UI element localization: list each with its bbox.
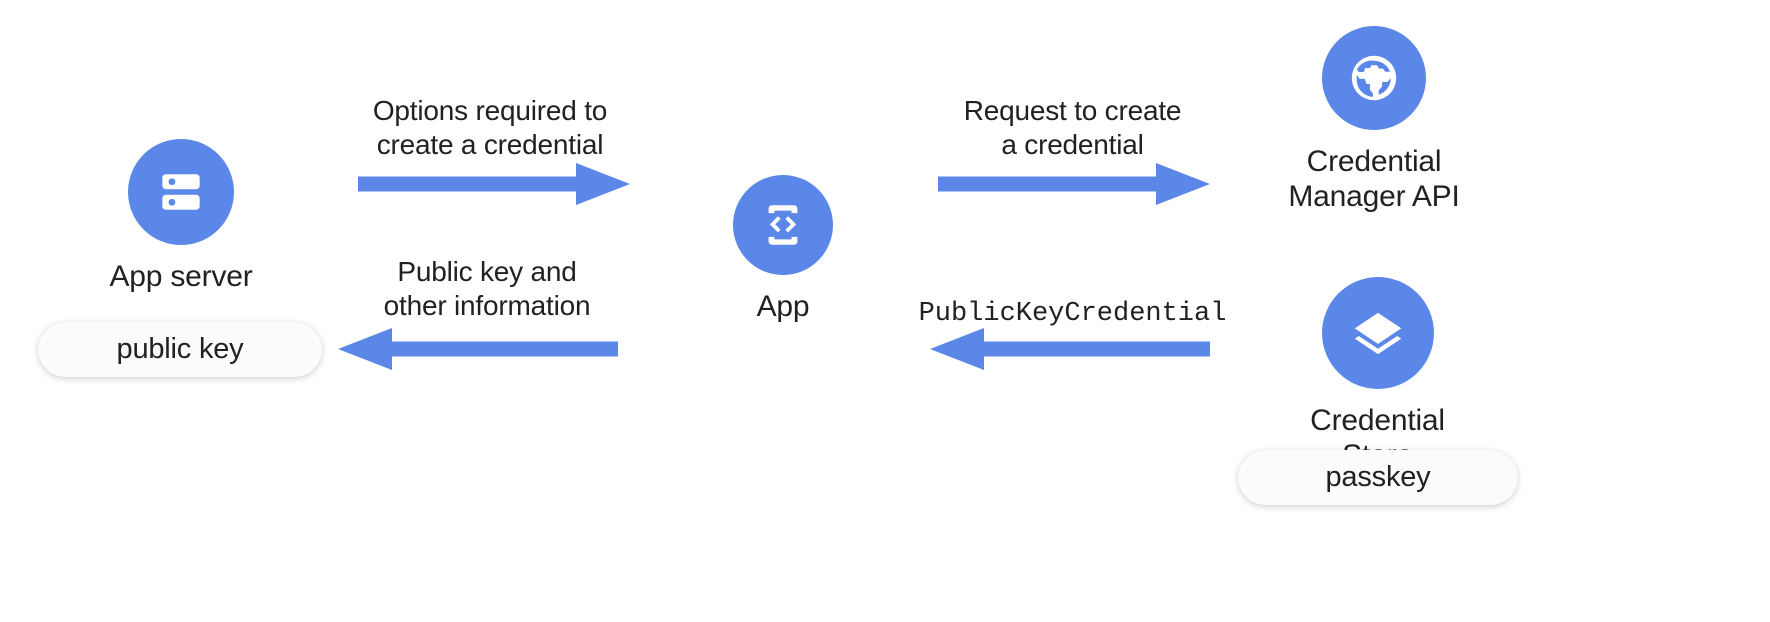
layers-icon bbox=[1354, 312, 1401, 355]
globe-icon-circle bbox=[1322, 26, 1426, 130]
chip-public-key-label: public key bbox=[116, 333, 244, 365]
arrow-caption-server-to-app: Options required to create a credential bbox=[372, 95, 608, 160]
arrow-app-to-cm-api bbox=[938, 163, 1210, 205]
server-icon-circle bbox=[128, 139, 234, 245]
node-credential-store: Credential Store bbox=[1310, 277, 1445, 474]
arrow-caption-store-to-app: PublicKeyCredential bbox=[918, 299, 1227, 329]
globe-icon bbox=[1351, 55, 1397, 101]
chip-passkey: passkey bbox=[1238, 450, 1518, 505]
arrow-app-to-server bbox=[338, 328, 618, 370]
node-label-app: App bbox=[756, 290, 810, 323]
phone-code-icon-circle bbox=[733, 175, 833, 275]
chip-passkey-label: passkey bbox=[1325, 461, 1431, 493]
node-label-app-server: App server bbox=[109, 260, 253, 293]
arrow-caption-app-to-cm-api: Request to create a credential bbox=[963, 95, 1182, 160]
arrow-store-to-app bbox=[930, 328, 1210, 370]
node-label-credential-manager-api: Credential Manager API bbox=[1288, 145, 1460, 214]
layers-icon-circle bbox=[1321, 277, 1434, 389]
arrow-caption-app-to-server: Public key and other information bbox=[383, 256, 591, 321]
chip-public-key: public key bbox=[38, 322, 322, 377]
node-app-server: App server bbox=[106, 139, 256, 294]
arrow-server-to-app bbox=[358, 163, 630, 205]
node-credential-manager-api: Credential Manager API bbox=[1284, 26, 1464, 215]
server-icon bbox=[162, 174, 200, 210]
phone-code-icon bbox=[768, 205, 798, 245]
node-app: App bbox=[726, 175, 840, 324]
